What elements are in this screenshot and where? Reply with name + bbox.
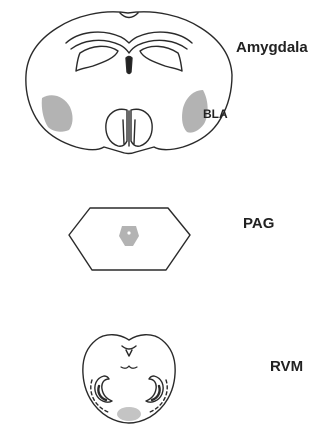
- rvm-label: RVM: [270, 358, 303, 375]
- third-ventricle: [126, 57, 132, 74]
- pag-label: PAG: [243, 215, 274, 232]
- amygdala-label: Amygdala: [236, 39, 308, 56]
- lateral-ventricle-left: [76, 46, 118, 71]
- lateral-ventricle-right: [140, 46, 182, 71]
- amygdala-section: [26, 12, 232, 154]
- bla-label: BLA: [203, 107, 228, 121]
- bla-left-region: [42, 95, 73, 131]
- pag-section: [69, 208, 190, 270]
- fourth-ventricle: [122, 346, 136, 356]
- amygdala-top-notch: [120, 13, 138, 18]
- pag-region: [119, 226, 139, 246]
- rvm-section: [83, 335, 175, 423]
- rvm-region: [117, 407, 141, 421]
- cerebral-aqueduct: [127, 231, 130, 234]
- corpus-callosum: [66, 32, 192, 43]
